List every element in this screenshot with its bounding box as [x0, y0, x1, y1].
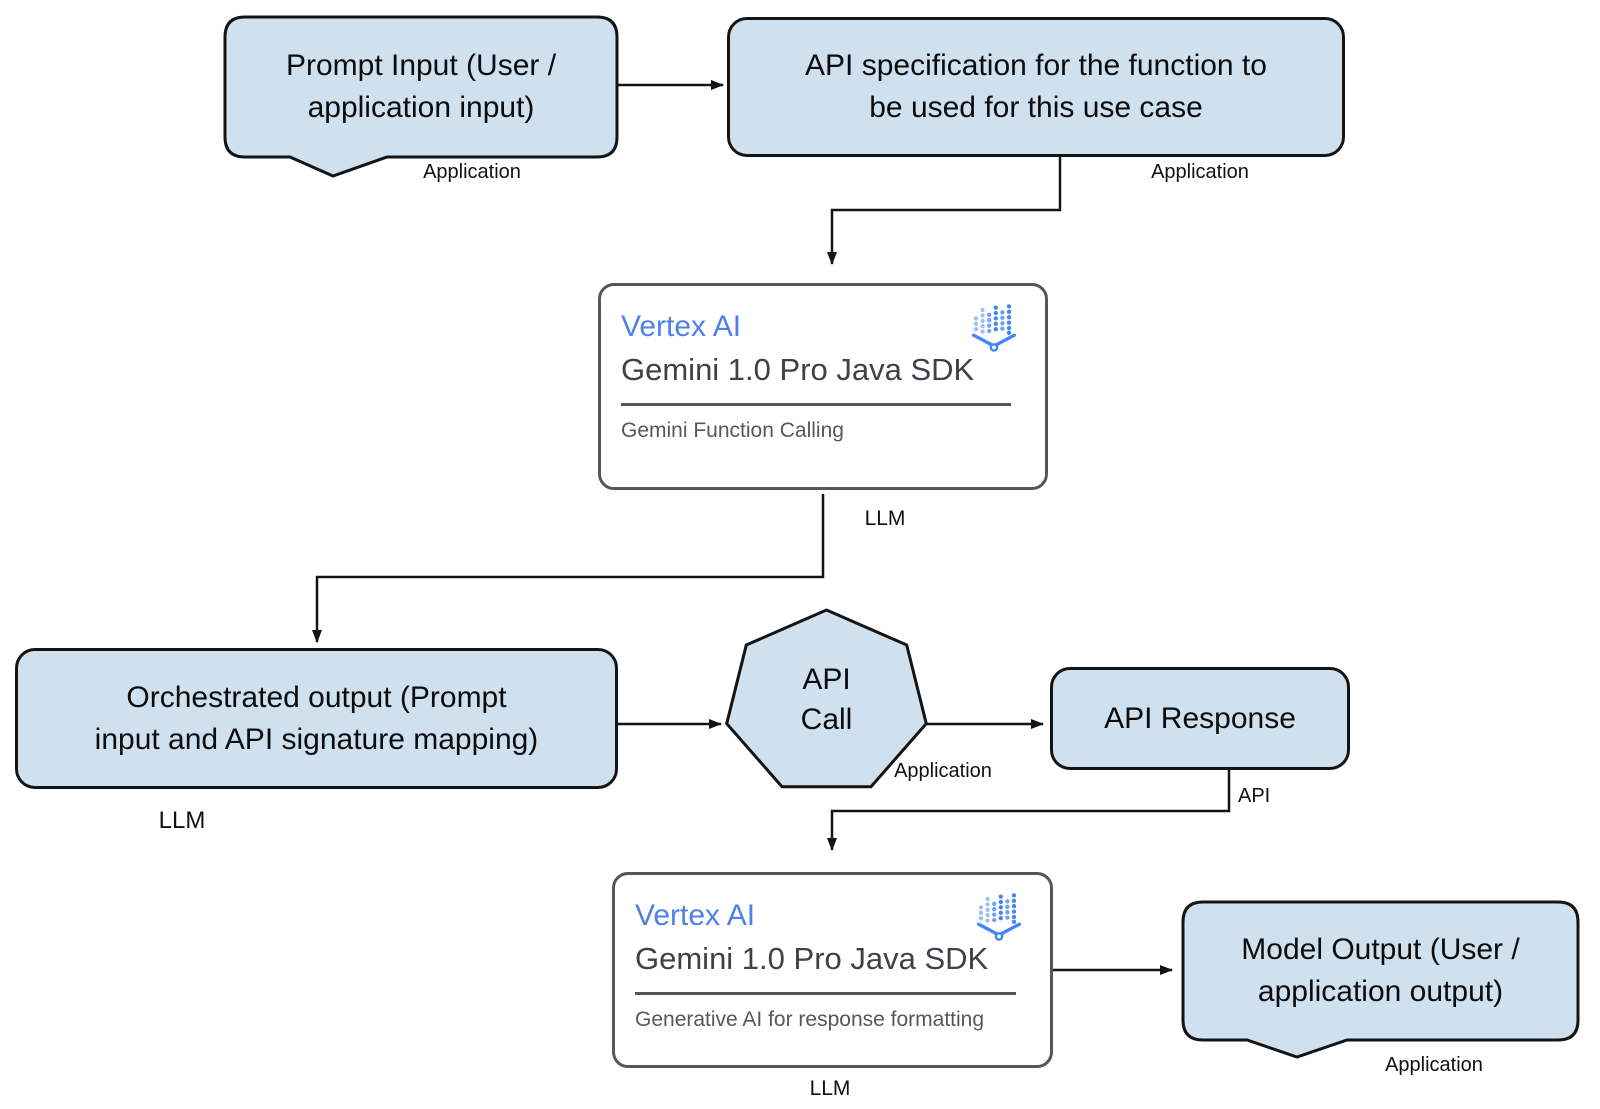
tag-api-call: Application: [894, 760, 992, 782]
api-call-heptagon: [725, 608, 928, 789]
node-api-spec: API specification for the function to be…: [727, 17, 1345, 157]
card-gemini-function-calling: Vertex AI Gemini 1.0 Pro Java SDK Gemini…: [598, 283, 1048, 490]
vertex-ai-icon: [976, 893, 1022, 941]
card-subtitle: Gemini 1.0 Pro Java SDK: [635, 941, 989, 976]
card-title: Vertex AI: [635, 899, 756, 932]
card-caption: Gemini Function Calling: [621, 419, 844, 442]
tag-api-response: API: [1238, 785, 1271, 807]
tag-api-spec: Application: [1151, 161, 1249, 183]
tag-prompt-input: Application: [423, 161, 521, 183]
vertex-ai-icon: [971, 304, 1017, 352]
node-api-call: API Call: [800, 662, 853, 737]
tag-llm-orchestrated: LLM: [158, 807, 206, 834]
arrow-llm1-to-orchestrated: [312, 494, 825, 643]
model-output-shape: [1181, 900, 1580, 1059]
arrow-apiresponse-to-llm2: [827, 770, 1231, 851]
card-title: Vertex AI: [621, 310, 742, 343]
card-gemini-response-formatting: Vertex AI Gemini 1.0 Pro Java SDK Genera…: [612, 872, 1053, 1068]
node-api-response: API Response: [1050, 667, 1350, 770]
tag-llm-function-calling: LLM: [864, 507, 906, 530]
card-divider: [621, 403, 1011, 406]
card-divider: [635, 992, 1016, 995]
card-subtitle: Gemini 1.0 Pro Java SDK: [621, 352, 975, 387]
card-caption: Generative AI for response formatting: [635, 1008, 985, 1031]
node-orchestrated-output: Orchestrated output (Prompt input and AP…: [15, 648, 618, 789]
tag-model-output: Application: [1385, 1054, 1483, 1076]
prompt-input-shape: [223, 15, 619, 178]
node-model-output: Model Output (User / application output): [1241, 933, 1520, 1008]
arrow-apispec-to-llm1: [827, 157, 1062, 265]
tag-llm-response-formatting: LLM: [809, 1077, 851, 1100]
node-prompt-input: Prompt Input (User / application input): [285, 49, 557, 124]
